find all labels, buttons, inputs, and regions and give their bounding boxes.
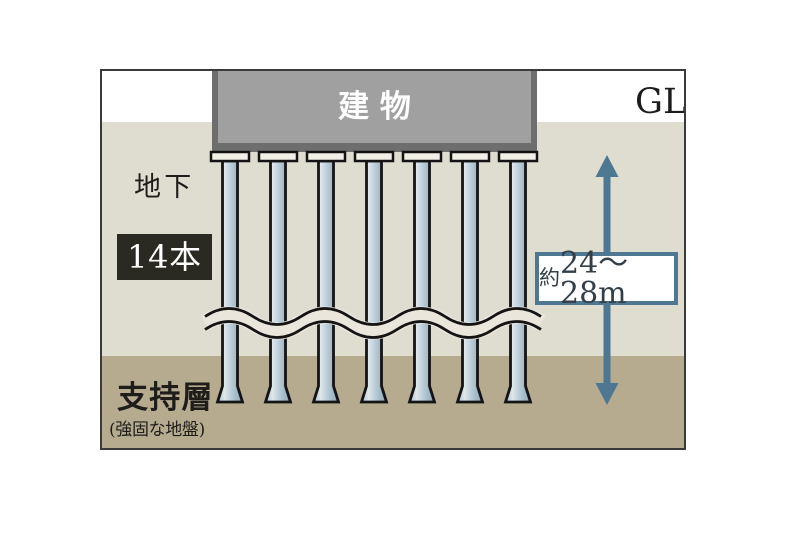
pile bbox=[305, 150, 347, 404]
pile bbox=[497, 150, 539, 404]
pile-cap bbox=[497, 150, 539, 163]
depth-label-prefix: 約 bbox=[539, 266, 560, 290]
break-line bbox=[200, 306, 546, 340]
pile-cap bbox=[401, 150, 443, 163]
pile-shaft bbox=[215, 159, 245, 404]
pile-shaft bbox=[407, 159, 437, 404]
pile-cap bbox=[305, 150, 347, 163]
pile-shaft bbox=[455, 159, 485, 404]
pile-cap bbox=[353, 150, 395, 163]
underground-label: 地下 bbox=[134, 172, 195, 203]
ground-level-label: GL bbox=[635, 82, 686, 122]
pile-cap bbox=[449, 150, 491, 163]
pile bbox=[449, 150, 491, 404]
support-layer-note: (強固な地盤) bbox=[109, 420, 205, 440]
pile-shaft bbox=[311, 159, 341, 404]
pile-cap bbox=[209, 150, 251, 163]
pile-shaft bbox=[359, 159, 389, 404]
pile bbox=[401, 150, 443, 404]
pile bbox=[209, 150, 251, 404]
depth-label-value: 24〜28m bbox=[560, 245, 629, 311]
support-ground-layer bbox=[102, 356, 684, 448]
pile-count-label: 14本 bbox=[127, 238, 202, 276]
diagram-frame: 建物 bbox=[100, 69, 686, 450]
support-layer-label: 支持層 bbox=[117, 380, 214, 416]
building-label: 建物 bbox=[338, 88, 422, 125]
pile-count-badge: 14本 bbox=[117, 234, 212, 280]
pile bbox=[353, 150, 395, 404]
pile-shaft bbox=[263, 159, 293, 404]
pile bbox=[257, 150, 299, 404]
pile-cap bbox=[257, 150, 299, 163]
building-block: 建物 bbox=[212, 71, 537, 152]
piles-graphic bbox=[200, 150, 619, 405]
pile-shaft bbox=[503, 159, 533, 404]
